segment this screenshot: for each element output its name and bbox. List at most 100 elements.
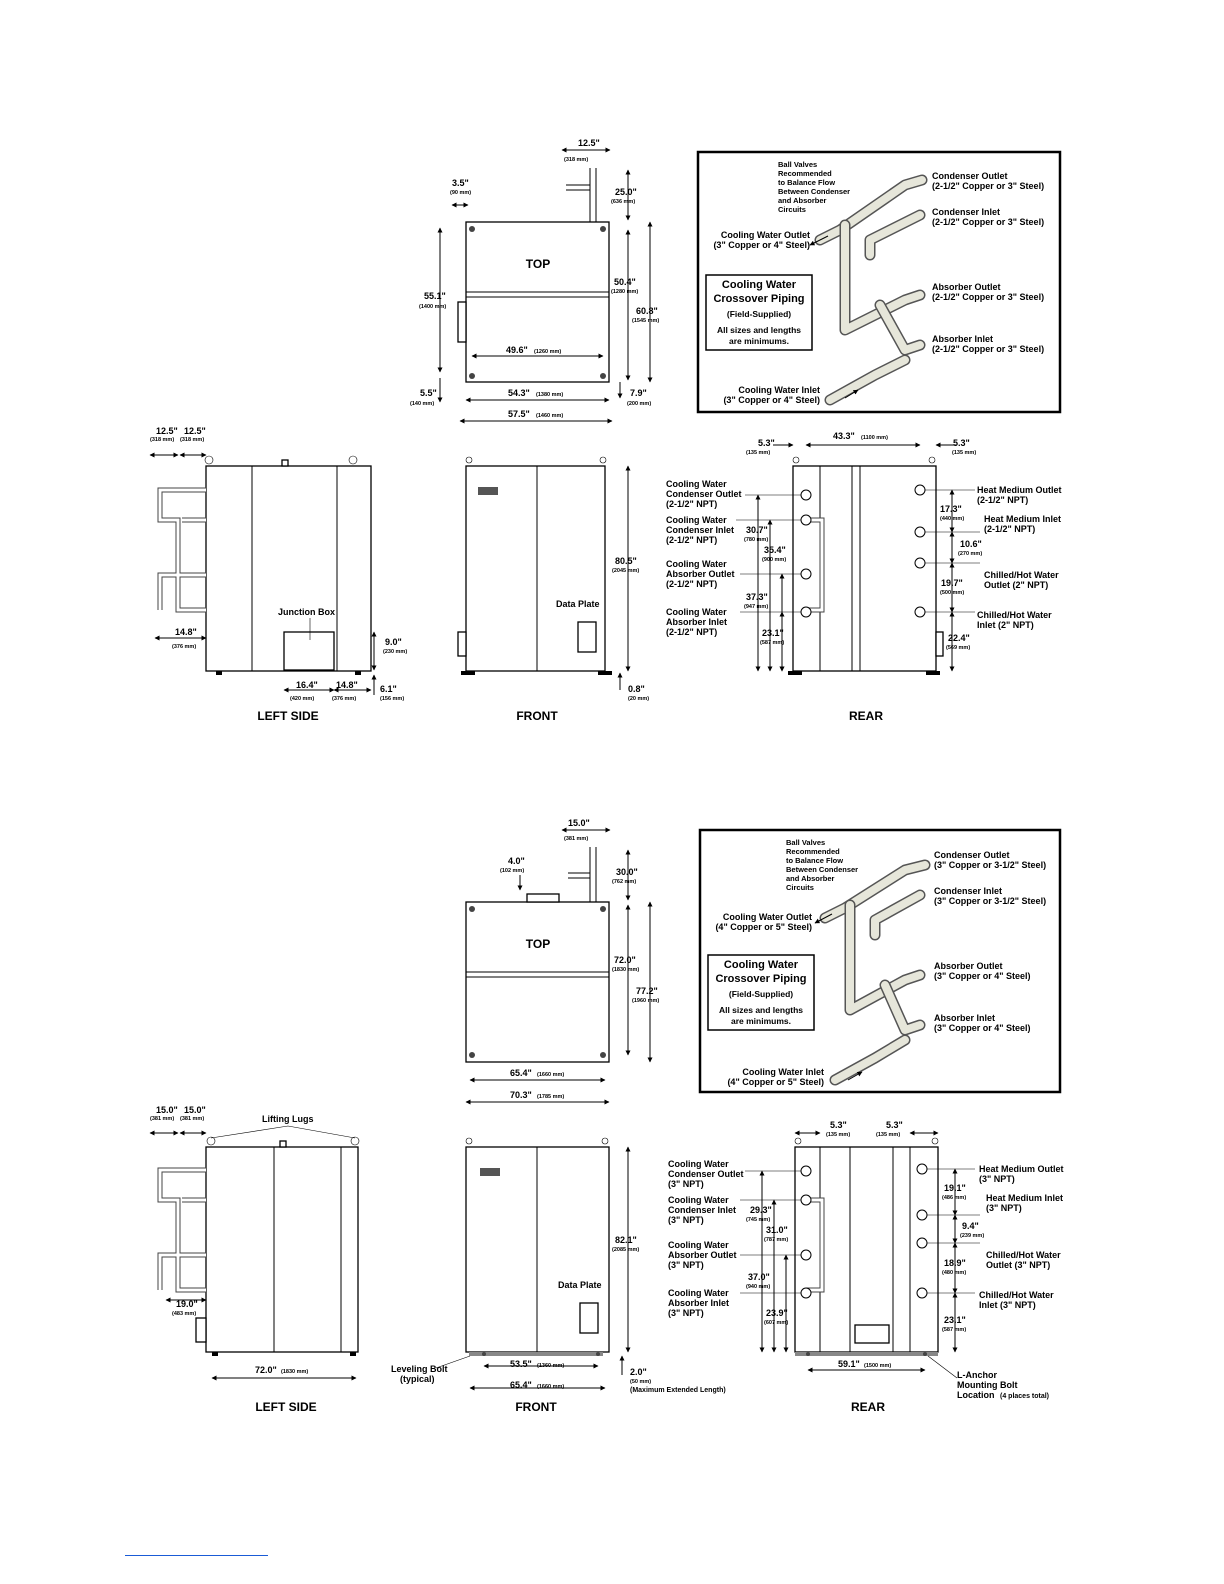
- rear-dim-l: 5.3": [758, 438, 775, 448]
- dim2-length: 72.0": [255, 1365, 277, 1375]
- dim-depth-inner-mm: (1280 mm): [611, 289, 638, 295]
- ball2-valves-4: Between Condenser: [786, 865, 858, 874]
- rear2-dim-r: 5.3": [886, 1120, 903, 1130]
- rear2-cwco-1: Cooling Water: [668, 1159, 729, 1169]
- dim-pipe-width-mm: (318 mm): [564, 157, 588, 163]
- top-label: TOP: [526, 257, 550, 271]
- cond2-in-size: (3" Copper or 3-1/2" Steel): [934, 896, 1046, 906]
- crossover-piping-box-1: Cooling Water Crossover Piping (Field-Su…: [696, 150, 1062, 414]
- ball-valves-1: Ball Valves: [778, 160, 817, 169]
- cw-out-size: (3" Copper or 4" Steel): [713, 240, 810, 250]
- ball2-valves-6: Circuits: [786, 883, 814, 892]
- ball2-valves-3: to Balance Flow: [786, 856, 843, 865]
- rear2-cwco-3: (3" NPT): [668, 1179, 704, 1189]
- ball2-valves-2: Recommended: [786, 847, 840, 856]
- left-side-view-2: 15.0" (381 mm) 15.0" (381 mm) Lifting Lu…: [149, 1105, 360, 1414]
- rear2-cwai-2: Absorber Inlet: [668, 1298, 729, 1308]
- dim2-pipe-width-mm: (381 mm): [564, 836, 588, 842]
- dim2-length-mm: (1830 mm): [281, 1369, 308, 1375]
- dim-inner-width-mm: (1260 mm): [534, 349, 561, 355]
- anchor-1: L-Anchor: [957, 1370, 997, 1380]
- crossover-note1: All sizes and lengths: [717, 325, 801, 335]
- dim-width-total: 57.5": [508, 409, 530, 419]
- dim2-b-mm: (381 mm): [180, 1116, 204, 1122]
- rear2-d370: 37.0": [748, 1272, 770, 1282]
- rear2-d191-mm: (486 mm): [942, 1195, 966, 1201]
- rear-view-2: 5.3" (135 mm) 5.3" (135 mm) Cooling Wate…: [668, 1120, 1064, 1414]
- cw2-in-size: (4" Copper or 5" Steel): [727, 1077, 824, 1087]
- rear2-d191: 19.1": [944, 1183, 966, 1193]
- rear2-cho-2: Outlet (3" NPT): [986, 1260, 1050, 1270]
- dim2-width-total-mm: (1785 mm): [537, 1094, 564, 1100]
- rear2-d370-mm: (940 mm): [746, 1284, 770, 1290]
- rear-cwci-2: Condenser Inlet: [666, 525, 734, 535]
- rear-dim-l-mm: (135 mm): [746, 450, 770, 456]
- dim2-offset: 4.0": [508, 856, 525, 866]
- rear-chi-1: Chilled/Hot Water: [977, 610, 1052, 620]
- ball-valves-5: and Absorber: [778, 196, 827, 205]
- view-label-rear: REAR: [849, 709, 883, 723]
- dim-width-total-mm: (1460 mm): [536, 413, 563, 419]
- dim2-depth-total-mm: (1960 mm): [632, 998, 659, 1004]
- rear2-d239-mm: (607 mm): [764, 1320, 788, 1326]
- dim-width: 54.3": [508, 388, 530, 398]
- dim-jb-r-mm: (376 mm): [332, 696, 356, 702]
- rear2-cwci-2: Condenser Inlet: [668, 1205, 736, 1215]
- dim-b-mm: (318 mm): [180, 437, 204, 443]
- top-view-2: TOP 15.0" (381 mm) 4.0" (102 mm) 30.0" (…: [465, 818, 659, 1105]
- dim2-offset-mm: (102 mm): [500, 868, 524, 874]
- top-label-2: TOP: [526, 937, 550, 951]
- dim-inner-width: 49.6": [506, 345, 528, 355]
- front-view-1: Data Plate 80.5" (2045 mm) 0.8" (20 mm) …: [457, 456, 649, 723]
- cond-in-label: Condenser Inlet: [932, 207, 1000, 217]
- rear2-dim-l-mm: (135 mm): [826, 1132, 850, 1138]
- rear-hmo-2: (2-1/2" NPT): [977, 495, 1028, 505]
- anchor-3: Location: [957, 1390, 995, 1400]
- dim2-b: 15.0": [184, 1105, 206, 1115]
- drawing-1: TOP 12.5" (318 mm) 25.0" (636 mm) 3.5" (…: [149, 138, 1062, 723]
- ball-valves-3: to Balance Flow: [778, 178, 835, 187]
- top-view-1: TOP 12.5" (318 mm) 25.0" (636 mm) 3.5" (…: [410, 138, 659, 424]
- rear2-chi-2: Inlet (3" NPT): [979, 1300, 1036, 1310]
- dim2-width-total: 70.3": [510, 1090, 532, 1100]
- rear2-hmi-1: Heat Medium Inlet: [986, 1193, 1063, 1203]
- rear2-d189-mm: (480 mm): [942, 1270, 966, 1276]
- data-plate-label-2: Data Plate: [558, 1280, 602, 1290]
- rear2-cwci-1: Cooling Water: [668, 1195, 729, 1205]
- rear-dim-r-mm: (135 mm): [952, 450, 976, 456]
- cw2-out-label: Cooling Water Outlet: [723, 912, 812, 922]
- rear-d373-mm: (947 mm): [744, 604, 768, 610]
- rear2-cho-1: Chilled/Hot Water: [986, 1250, 1061, 1260]
- rear2-cwai-1: Cooling Water: [668, 1288, 729, 1298]
- rear2-cwci-3: (3" NPT): [668, 1215, 704, 1225]
- rear2-d231: 23.1": [944, 1315, 966, 1325]
- dim2-a-mm: (381 mm): [150, 1116, 174, 1122]
- rear2-d293-mm: (745 mm): [746, 1217, 770, 1223]
- abs2-in-size: (3" Copper or 4" Steel): [934, 1023, 1031, 1033]
- crossover-title2: Crossover Piping: [713, 293, 804, 305]
- cond2-in-label: Condenser Inlet: [934, 886, 1002, 896]
- ball-valves-2: Recommended: [778, 169, 832, 178]
- dim-depth-total: 60.8": [636, 306, 658, 316]
- ball2-valves-1: Ball Valves: [786, 838, 825, 847]
- dim-depth-left-mm: (1400 mm): [419, 304, 446, 310]
- abs-in-label: Absorber Inlet: [932, 334, 993, 344]
- dim-b: 12.5": [184, 426, 206, 436]
- rear2-d239: 23.9": [766, 1308, 788, 1318]
- footnote-rule: [125, 1555, 268, 1556]
- dim2-height-mm: (2085 mm): [612, 1247, 639, 1253]
- rear-d197-mm: (500 mm): [940, 590, 964, 596]
- rear-cwco-3: (2-1/2" NPT): [666, 499, 717, 509]
- front-view-2: Data Plate 82.1" (2085 mm) Leveling Bolt…: [391, 1137, 726, 1414]
- leveling-bolt-1: Leveling Bolt: [391, 1364, 448, 1374]
- rear-cwci-3: (2-1/2" NPT): [666, 535, 717, 545]
- rear-chi-2: Inlet (2" NPT): [977, 620, 1034, 630]
- dim2-pipe-width: 15.0": [568, 818, 590, 828]
- rear2-dim-l: 5.3": [830, 1120, 847, 1130]
- view-label-left-side: LEFT SIDE: [257, 709, 318, 723]
- rear-cwco-2: Condenser Outlet: [666, 489, 742, 499]
- rear-cwai-3: (2-1/2" NPT): [666, 627, 717, 637]
- dim2-depth-inner-mm: (1830 mm): [612, 967, 639, 973]
- rear2-width: 59.1": [838, 1359, 860, 1369]
